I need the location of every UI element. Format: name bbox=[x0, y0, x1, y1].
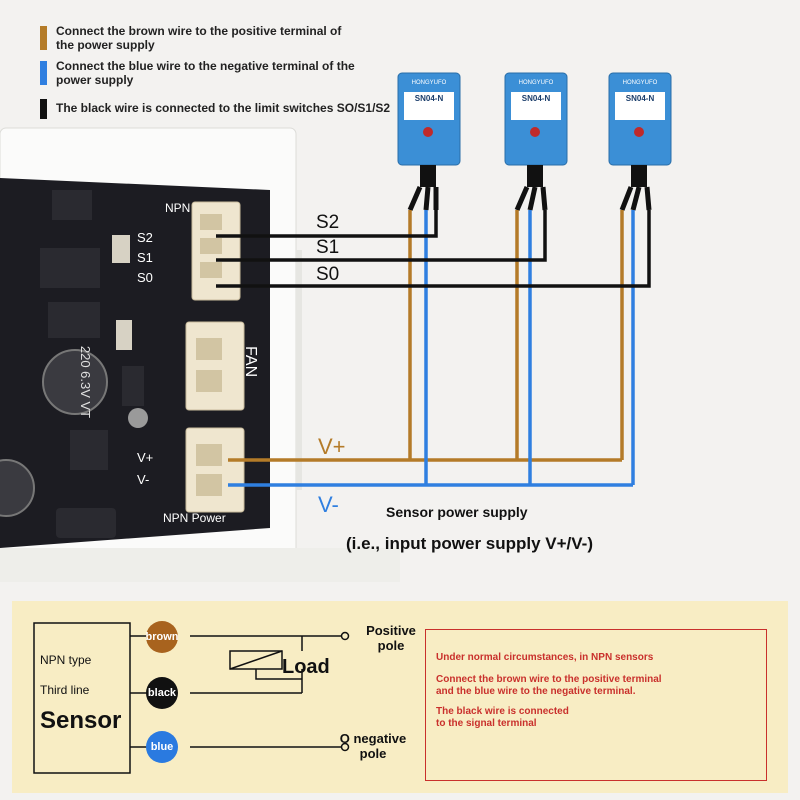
s1-signal-wire bbox=[216, 210, 547, 262]
connector-pin bbox=[196, 338, 222, 360]
vplus-label: V+ bbox=[318, 434, 346, 459]
sensor-model: SN04-N bbox=[522, 94, 551, 103]
sensor-cable bbox=[631, 165, 647, 187]
wiring-svg: 220 6.3V VT NPN sensor S2 S1 S0 FAN V+ V… bbox=[0, 72, 672, 582]
note-line-4: The black wire is connected bbox=[436, 706, 569, 717]
connector-pin bbox=[200, 262, 222, 278]
screw bbox=[128, 408, 148, 428]
npn-power-label: NPN Power bbox=[163, 511, 226, 525]
board-pin-vminus: V- bbox=[137, 472, 149, 487]
positive-terminal bbox=[340, 631, 350, 641]
fan-connector bbox=[185, 321, 245, 411]
board-pin-s1: S1 bbox=[137, 250, 153, 265]
load-label: Load bbox=[282, 656, 330, 678]
sensor-brand: HONGYUFO bbox=[623, 80, 658, 86]
connector-pin bbox=[196, 370, 222, 392]
supply-caption: Sensor power supply bbox=[386, 504, 528, 520]
note-line-5: to the signal terminal bbox=[436, 718, 537, 729]
sensor-led bbox=[530, 127, 540, 137]
sensor-brand: HONGYUFO bbox=[412, 80, 447, 86]
sensor-2: HONGYUFO SN04-N bbox=[504, 72, 568, 187]
brown-swatch bbox=[40, 26, 47, 50]
legend-blue-text: Connect the blue wire to the negative te… bbox=[56, 59, 355, 87]
connector-pin bbox=[196, 474, 222, 496]
cable-fan bbox=[514, 186, 548, 211]
connector-pin bbox=[196, 444, 222, 466]
negative-terminal bbox=[340, 742, 350, 752]
blue-swatch bbox=[40, 61, 47, 85]
capacitor bbox=[42, 349, 108, 415]
legend-brown-text: Connect the brown wire to the positive t… bbox=[56, 24, 342, 52]
chip bbox=[40, 248, 100, 288]
third-line-label: Third line bbox=[40, 683, 90, 697]
connector-pin bbox=[200, 214, 222, 230]
enclosure-edge bbox=[296, 250, 302, 490]
note-line-3: and the blue wire to the negative termin… bbox=[436, 686, 636, 697]
schematic-panel: NPN type Third line Sensor brown black b… bbox=[12, 601, 788, 793]
sensor-cable bbox=[527, 165, 543, 187]
board-pin-s2: S2 bbox=[137, 230, 153, 245]
chip bbox=[48, 302, 100, 338]
supply-note: (i.e., input power supply V+/V-) bbox=[346, 534, 593, 553]
chip bbox=[70, 430, 108, 470]
button bbox=[56, 508, 116, 538]
npn-type-label: NPN type bbox=[40, 653, 92, 667]
brown-wire-badge: brown bbox=[146, 621, 179, 653]
positive-pole-label: Positive pole bbox=[366, 623, 416, 653]
capacitor bbox=[0, 459, 35, 517]
signal-label-s2: S2 bbox=[316, 212, 340, 233]
load-diagonal bbox=[229, 650, 283, 670]
sensor-cable bbox=[420, 165, 436, 187]
note-line-2: Connect the brown wire to the positive t… bbox=[436, 674, 662, 685]
sensor-3: HONGYUFO SN04-N bbox=[608, 72, 672, 187]
resistor bbox=[112, 235, 130, 263]
cable-fan bbox=[619, 186, 652, 211]
signal-label-s1: S1 bbox=[316, 237, 340, 258]
fan-label: FAN bbox=[242, 346, 259, 377]
connector-pin bbox=[200, 238, 222, 254]
black-swatch bbox=[40, 99, 47, 119]
note-line-1: Under normal circumstances, in NPN senso… bbox=[436, 652, 654, 663]
sensor-model: SN04-N bbox=[626, 94, 655, 103]
sensor-1: HONGYUFO SN04-N bbox=[397, 72, 461, 187]
sensor-label-plate bbox=[615, 92, 665, 120]
blue-wire-badge: blue bbox=[146, 731, 178, 763]
sensor-label: Sensor bbox=[40, 707, 122, 734]
load-link bbox=[255, 669, 302, 680]
chip bbox=[52, 190, 92, 220]
legend-black-text: The black wire is connected to the limit… bbox=[56, 101, 391, 115]
note-box: Under normal circumstances, in NPN senso… bbox=[425, 629, 767, 781]
board-pin-s0: S0 bbox=[137, 270, 153, 285]
resistor bbox=[116, 320, 132, 350]
sensor-label-plate bbox=[511, 92, 561, 120]
s2-signal-wire bbox=[216, 210, 438, 238]
cable-fan bbox=[407, 186, 439, 211]
signal-label-s0: S0 bbox=[316, 264, 340, 285]
black-wire-badge: black bbox=[146, 677, 178, 709]
sensor-brand: HONGYUFO bbox=[519, 80, 554, 86]
sensor-label-plate bbox=[404, 92, 454, 120]
capacitor-label: 220 6.3V VT bbox=[78, 346, 93, 418]
negative-pole-label: O negative pole bbox=[339, 731, 407, 761]
vminus-label: V- bbox=[318, 492, 339, 517]
chip bbox=[122, 366, 144, 406]
enclosure-base bbox=[0, 548, 400, 582]
sensor-led bbox=[423, 127, 433, 137]
sensor-led bbox=[634, 127, 644, 137]
power-connector bbox=[185, 427, 245, 513]
board-pin-vplus: V+ bbox=[137, 450, 153, 465]
sensor-model: SN04-N bbox=[415, 94, 444, 103]
sensor-box bbox=[33, 622, 131, 774]
s0-signal-wire bbox=[216, 210, 651, 288]
